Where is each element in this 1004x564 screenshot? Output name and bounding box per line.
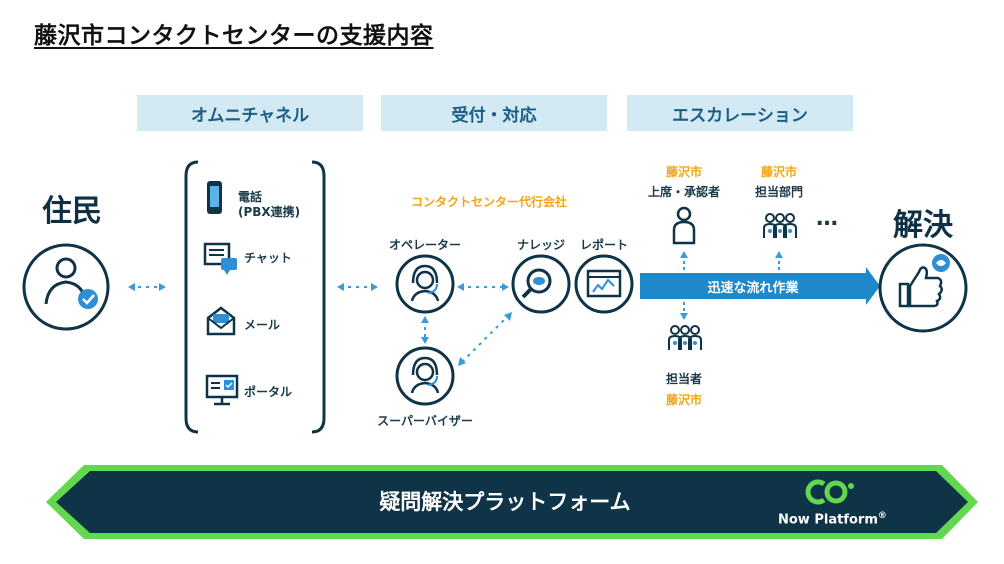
resident-icon [22, 243, 110, 331]
operator-icon [395, 254, 455, 314]
superior-city-label: 藤沢市 [665, 165, 702, 179]
resident-label: 住民 [42, 194, 102, 229]
knowledge-label: ナレッジ [516, 238, 565, 252]
channel-bracket-right [311, 160, 326, 434]
supervisor-icon [395, 346, 455, 406]
superior-label: 上席・承認者 [647, 185, 720, 199]
resolution-label: 解決 [893, 208, 953, 243]
operator-label: オペレーター [388, 238, 461, 252]
more-ellipsis: … [816, 206, 840, 231]
phone-icon [207, 181, 222, 214]
department-group-icon [763, 213, 797, 238]
report-label: レポート [579, 238, 628, 252]
arrow-resident-channels [128, 283, 166, 291]
channel-mail-label: メール [244, 318, 281, 332]
portal-icon [205, 374, 239, 406]
phase-reception: 受付・対応 [381, 95, 607, 131]
mail-icon [206, 306, 236, 336]
platform-banner [46, 465, 978, 539]
channel-phone-label: 電話 (PBX連携) [238, 190, 301, 219]
now-platform-label: Now Platform® [778, 511, 887, 528]
supervisor-label: スーパーバイザー [377, 414, 473, 428]
chat-icon [203, 242, 237, 275]
contact-center-label: コンタクトセンター代行会社 [410, 195, 567, 209]
channel-chat-label: チャット [244, 251, 292, 265]
page-title: 藤沢市コンタクトセンターの支援内容 [34, 23, 434, 49]
staff-label: 担当者 [665, 372, 702, 386]
arrow-up-department [775, 251, 783, 270]
channel-portal-label: ポータル [244, 385, 293, 399]
arrow-down-staff [680, 302, 688, 320]
arrow-operator-supervisor [421, 316, 429, 344]
knowledge-icon [511, 254, 571, 314]
flow-arrow [640, 267, 880, 305]
flow-label: 迅速な流れ作業 [707, 280, 799, 296]
report-icon [574, 254, 634, 314]
superior-person-icon [672, 206, 696, 245]
thumbs-up-icon [878, 243, 968, 333]
arrow-up-superior [680, 251, 688, 270]
now-platform-logo-icon [805, 479, 854, 505]
phase-escalation: エスカレーション [627, 95, 853, 131]
arrow-operator-knowledge [457, 283, 509, 291]
arrow-channels-operator [337, 283, 378, 291]
staff-city-label: 藤沢市 [665, 393, 702, 407]
channel-bracket-left [184, 160, 199, 434]
staff-group-icon [668, 325, 702, 350]
arrow-supervisor-knowledge [458, 312, 512, 366]
platform-label: 疑問解決プラットフォーム [379, 490, 631, 514]
phase-omnichannel: オムニチャネル [137, 95, 363, 131]
department-label: 担当部門 [754, 185, 803, 199]
department-city-label: 藤沢市 [760, 165, 797, 179]
